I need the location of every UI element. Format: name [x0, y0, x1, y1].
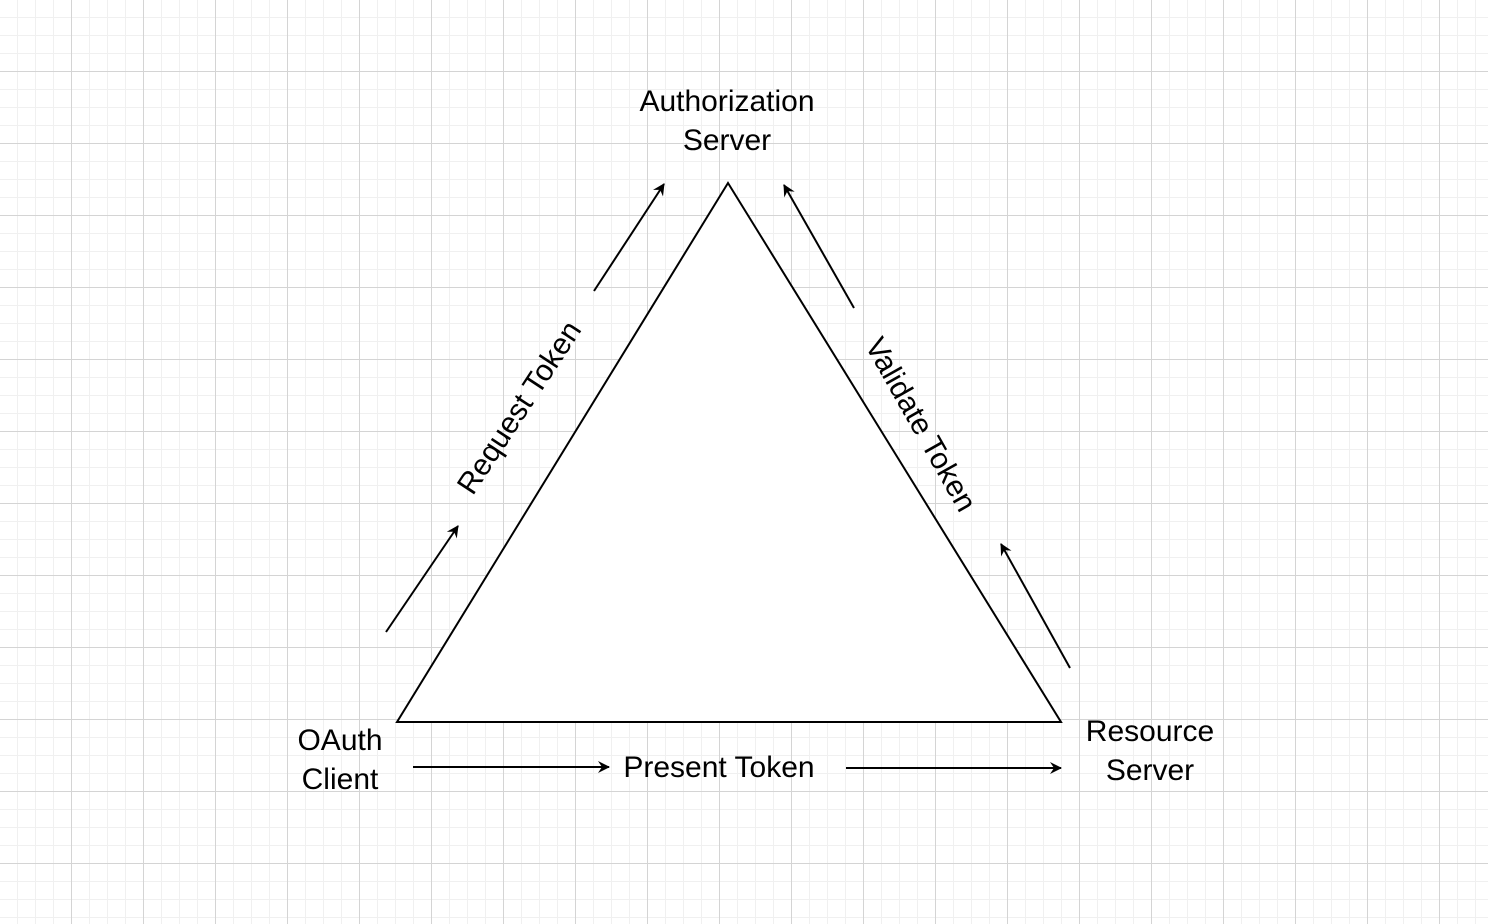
- authorization-server-line2: Server: [682, 124, 772, 157]
- resource-server-line1: Resource: [1085, 715, 1215, 748]
- request-token-arrow-upper[interactable]: [593, 183, 665, 292]
- resource-server-line2: Server: [1105, 754, 1195, 787]
- authorization-server-label[interactable]: Authorization Server: [612, 82, 842, 160]
- oauth-client-line2: Client: [301, 763, 379, 796]
- oauth-client-label[interactable]: OAuth Client: [270, 721, 410, 799]
- present-token-label[interactable]: Present Token: [623, 751, 815, 784]
- validate-token-arrow-upper[interactable]: [783, 184, 855, 309]
- oauth-triangle[interactable]: [395, 181, 1063, 723]
- authorization-server-line1: Authorization: [639, 85, 815, 118]
- request-token-arrow-lower[interactable]: [385, 525, 459, 633]
- validate-token-arrow-lower[interactable]: [1000, 543, 1071, 669]
- oauth-client-line1: OAuth: [297, 724, 383, 757]
- resource-server-label[interactable]: Resource Server: [1065, 712, 1235, 790]
